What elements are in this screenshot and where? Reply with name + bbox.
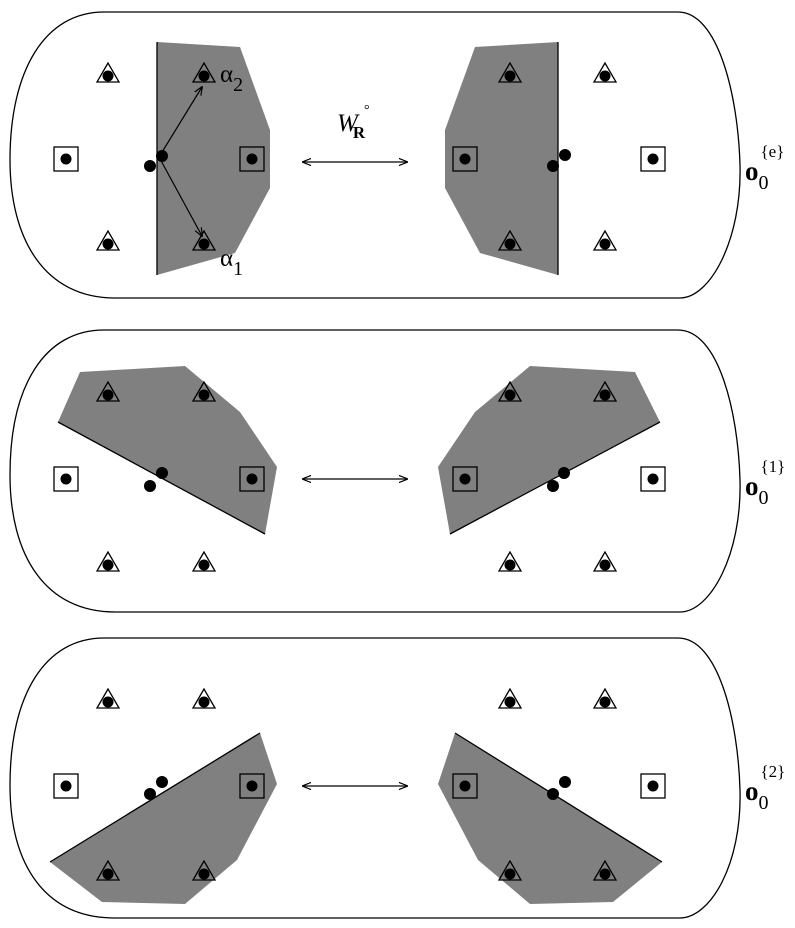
triangle-weight-mark [191, 859, 217, 881]
wall-2-left [49, 732, 261, 863]
square-weight-mark [53, 466, 79, 492]
triangle-weight-mark [95, 229, 121, 251]
triangle-weight-mark [497, 380, 523, 402]
square-weight-mark [640, 146, 666, 172]
dot-mark [547, 788, 559, 800]
square-weight-mark [452, 773, 478, 799]
square-weight-mark [239, 773, 265, 799]
triangle-weight-mark [592, 687, 618, 709]
weyl-group-ring: ° [364, 103, 370, 118]
dot-mark [559, 149, 571, 161]
square-weight-mark [239, 146, 265, 172]
alpha1-label: α1 [220, 245, 243, 280]
triangle-weight-mark [95, 61, 121, 83]
triangle-weight-mark [95, 859, 121, 881]
square-weight-mark [640, 773, 666, 799]
triangle-weight-mark [497, 229, 523, 251]
panel-outline-e [9, 11, 741, 299]
triangle-weight-mark [95, 687, 121, 709]
triangle-weight-mark [592, 859, 618, 881]
triangle-weight-mark [191, 380, 217, 402]
square-weight-mark [239, 466, 265, 492]
wall-1-right [449, 421, 661, 535]
alpha1-arrow [158, 156, 202, 236]
dot-mark [156, 467, 168, 479]
square-weight-mark [53, 773, 79, 799]
triangle-weight-mark [497, 859, 523, 881]
triangle-weight-mark [592, 550, 618, 572]
dot-mark [144, 788, 156, 800]
triangle-weight-mark [95, 550, 121, 572]
alpha2-label: α2 [220, 61, 243, 96]
triangle-weight-mark [592, 380, 618, 402]
dot-mark [156, 776, 168, 788]
shaded-region-e-right [445, 42, 558, 275]
dot-mark [547, 160, 559, 172]
dot-mark [558, 467, 570, 479]
shaded-region-e-left [157, 42, 270, 275]
panel-label-e: o0{e} [745, 142, 784, 194]
dot-mark [559, 776, 571, 788]
dot-mark [156, 150, 168, 162]
dot-mark [144, 480, 156, 492]
triangle-weight-mark [191, 61, 217, 83]
triangle-weight-mark [191, 229, 217, 251]
triangle-weight-mark [497, 687, 523, 709]
shaded-region-2-left [50, 733, 277, 904]
panel-label-2: o0{2} [745, 762, 785, 814]
triangle-weight-mark [95, 380, 121, 402]
shaded-region-1-right [438, 366, 660, 534]
wall-2-right [454, 732, 663, 863]
triangle-weight-mark [592, 229, 618, 251]
square-weight-mark [640, 466, 666, 492]
weight-marks [53, 61, 666, 881]
shaded-region-2-right [438, 733, 662, 904]
panel-outline-2 [9, 637, 741, 919]
square-weight-mark [53, 146, 79, 172]
triangle-weight-mark [497, 61, 523, 83]
triangle-weight-mark [191, 550, 217, 572]
shaded-region-1-left [58, 366, 277, 534]
dot-mark [144, 160, 156, 172]
alpha2-arrow [158, 87, 202, 158]
weyl-group-label: WR [337, 110, 366, 142]
panel-outline-1 [9, 329, 741, 613]
square-weight-mark [452, 466, 478, 492]
square-weight-mark [452, 146, 478, 172]
triangle-weight-mark [497, 550, 523, 572]
panel-label-1: o0{1} [745, 457, 785, 509]
triangle-weight-mark [191, 687, 217, 709]
triangle-weight-mark [592, 61, 618, 83]
dot-mark [547, 480, 559, 492]
